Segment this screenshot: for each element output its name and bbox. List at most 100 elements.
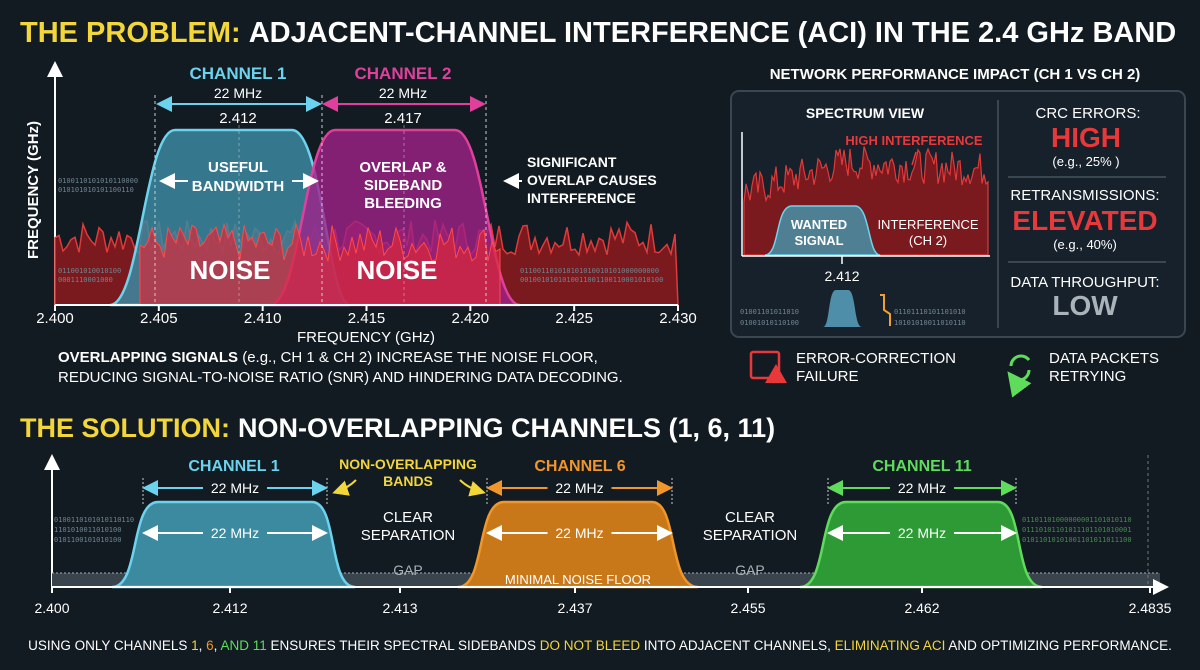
channel-inner-label: 22 MHz: [211, 525, 259, 541]
svg-text:2.412: 2.412: [824, 268, 859, 284]
solution-chart: CHANNEL 1 CHANNEL 6 CHANNEL 11 22 MHz 22 …: [34, 454, 1172, 616]
svg-text:WANTED: WANTED: [791, 217, 847, 232]
svg-text:INTERFERENCE: INTERFERENCE: [877, 217, 978, 232]
x-tick-label: 2.4835: [1129, 600, 1172, 616]
channel1-label: CHANNEL 1: [188, 458, 279, 475]
svg-text:HIGH: HIGH: [1051, 122, 1121, 153]
wanted-signal-shape: [764, 205, 881, 256]
svg-text:01101110101101010: 01101110101101010: [894, 308, 966, 316]
channel11-label: CHANNEL 11: [872, 458, 971, 475]
metric-crc: CRC ERRORS: HIGH (e.g., 25% ): [1035, 105, 1140, 169]
channel-width-label: 22 MHz: [898, 480, 946, 496]
binary-text: 011001010010100: [58, 267, 121, 275]
channel-width-label: 22 MHz: [555, 480, 603, 496]
x-tick-label: 2.413: [382, 600, 417, 616]
metric-throughput: DATA THROUGHPUT: LOW: [1010, 274, 1159, 321]
x-tick-label: 2.462: [904, 600, 939, 616]
svg-text:0100110101010110110: 0100110101010110110: [54, 516, 134, 524]
svg-text:BANDWIDTH: BANDWIDTH: [192, 178, 284, 195]
error-correction-failure: ERROR-CORRECTION FAILURE: [749, 350, 956, 385]
svg-text:RETRYING: RETRYING: [1049, 368, 1126, 385]
retry-arrows-icon: [1011, 356, 1029, 380]
svg-text:FAILURE: FAILURE: [796, 368, 859, 385]
svg-text:ERROR-CORRECTION: ERROR-CORRECTION: [796, 350, 956, 367]
x-tick-label: 2.425: [555, 310, 593, 327]
x-tick-label: 2.437: [557, 600, 592, 616]
channel6-label: CHANNEL 6: [534, 458, 625, 475]
channel-inner-label: 22 MHz: [555, 525, 603, 541]
x-tick-label: 2.455: [730, 600, 765, 616]
svg-text:0101100101010100: 0101100101010100: [54, 536, 121, 544]
y-axis-label: FREQUENCY (GHz): [25, 121, 42, 259]
x-tick-label: 2.400: [36, 310, 74, 327]
binary-text: 011001101010101010010101000000000: [520, 267, 659, 275]
x-tick-label: 2.405: [140, 310, 178, 327]
svg-text:NON-OVERLAPPING: NON-OVERLAPPING: [339, 456, 477, 472]
x-tick-label: 2.415: [348, 310, 386, 327]
channel-inner-label: 22 MHz: [898, 525, 946, 541]
svg-text:SEPARATION: SEPARATION: [361, 527, 455, 544]
svg-text:01001010110100: 01001010110100: [740, 319, 799, 327]
svg-text:01101101000000001101010110: 01101101000000001101010110: [1022, 516, 1132, 524]
channel1-width: 22 MHz: [214, 85, 262, 101]
svg-text:SIDEBAND: SIDEBAND: [364, 177, 443, 194]
channel6-shape: [457, 500, 699, 589]
solution-title: THE SOLUTION:NON-OVERLAPPING CHANNELS (1…: [20, 413, 775, 443]
channel2-width: 22 MHz: [379, 85, 427, 101]
svg-text:01110101101011101101010001: 01110101101011101101010001: [1022, 526, 1132, 534]
svg-text:CLEAR: CLEAR: [383, 509, 433, 526]
metric-retransmissions: RETRANSMISSIONS: ELEVATED (e.g., 40%): [1010, 187, 1159, 252]
svg-text:(e.g., 25% ): (e.g., 25% ): [1052, 154, 1119, 169]
svg-text:INTERFERENCE: INTERFERENCE: [527, 190, 636, 206]
annotation: SIGNIFICANT: [527, 154, 617, 170]
channel-width-label: 22 MHz: [211, 480, 259, 496]
x-tick-label: 2.430: [659, 310, 697, 327]
noise-label: NOISE: [357, 255, 438, 285]
svg-text:1101010011010100: 1101010011010100: [54, 526, 121, 534]
channel2-label: CHANNEL 2: [355, 64, 452, 83]
problem-caption: OVERLAPPING SIGNALS (e.g., CH 1 & CH 2) …: [58, 349, 598, 366]
svg-text:SIGNAL: SIGNAL: [794, 233, 843, 248]
svg-text:(CH 2): (CH 2): [909, 233, 947, 248]
binary-text: 0010010101010011001100110001010100: [520, 276, 663, 284]
svg-text:OVERLAP CAUSES: OVERLAP CAUSES: [527, 172, 657, 188]
x-tick-label: 2.420: [452, 310, 490, 327]
svg-text:OVERLAP &: OVERLAP &: [359, 159, 446, 176]
svg-text:DATA THROUGHPUT:: DATA THROUGHPUT:: [1010, 274, 1159, 291]
spectrum-title: SPECTRUM VIEW: [806, 105, 925, 121]
channel11-shape: [799, 500, 1043, 589]
channel1-label: CHANNEL 1: [190, 64, 287, 83]
problem-chart: FREQUENCY (GHz) 0100110101010110000 0101…: [25, 61, 697, 346]
svg-text:10101010011010110: 10101010011010110: [894, 319, 966, 327]
x-tick-label: 2.410: [244, 310, 282, 327]
svg-text:LOW: LOW: [1052, 290, 1118, 321]
signal-pulse-icon: [823, 290, 862, 327]
x-axis-label: FREQUENCY (GHz): [297, 329, 435, 346]
x-tick-label: 2.412: [212, 600, 247, 616]
channel1-shape: [111, 500, 356, 589]
binary-text: 0100110101010110000: [58, 177, 138, 185]
problem-caption-2: REDUCING SIGNAL-TO-NOISE RATIO (SNR) AND…: [58, 369, 623, 386]
binary-text: 0001110001000: [58, 276, 113, 284]
svg-text:DATA PACKETS: DATA PACKETS: [1049, 350, 1159, 367]
svg-text:01001101011010: 01001101011010: [740, 308, 799, 316]
svg-text:SEPARATION: SEPARATION: [703, 527, 797, 544]
error-window-icon: [749, 350, 781, 380]
channel2-center: 2.417: [384, 110, 422, 127]
svg-text:(e.g., 40%): (e.g., 40%): [1053, 237, 1117, 252]
binary-text: 010101010101100110: [58, 186, 134, 194]
svg-text:MINIMAL NOISE FLOOR: MINIMAL NOISE FLOOR: [505, 572, 651, 587]
svg-text:BANDS: BANDS: [383, 473, 433, 489]
channel1-center: 2.412: [219, 110, 257, 127]
svg-text:01011010101001101011011100: 01011010101001101011011100: [1022, 536, 1132, 544]
svg-text:ELEVATED: ELEVATED: [1012, 205, 1157, 236]
distorted-signal-icon: [880, 294, 891, 326]
svg-text:CRC ERRORS:: CRC ERRORS:: [1035, 105, 1140, 122]
header-title: THE PROBLEM:ADJACENT-CHANNEL INTERFERENC…: [20, 17, 1176, 49]
impact-title: NETWORK PERFORMANCE IMPACT (CH 1 VS CH 2…: [770, 66, 1141, 83]
high-interference-label: HIGH INTERFERENCE: [845, 133, 983, 148]
solution-footer: USING ONLY CHANNELS 1, 6, AND 11 ENSURES…: [28, 638, 1172, 653]
x-tick-label: 2.400: [34, 600, 69, 616]
svg-text:BLEEDING: BLEEDING: [364, 195, 442, 212]
